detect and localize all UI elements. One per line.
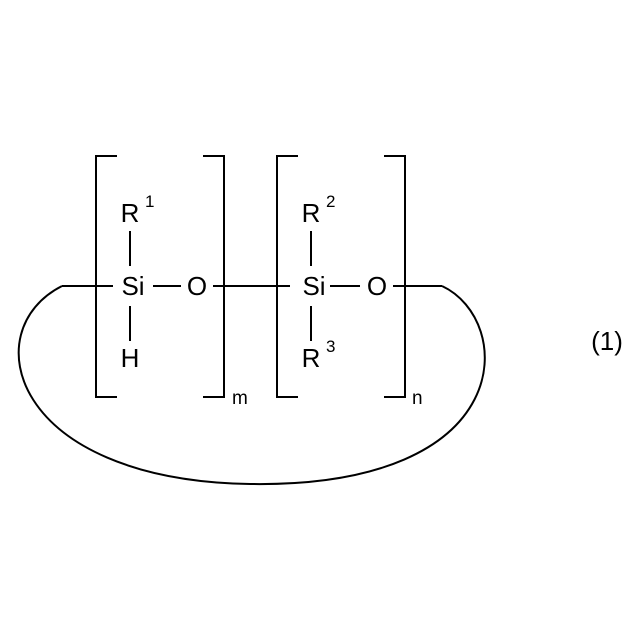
- bracket-left-m: [96, 156, 117, 397]
- o2-label: O: [367, 271, 387, 301]
- subscript-m: m: [232, 388, 248, 409]
- subscript-n: n: [412, 388, 423, 409]
- h-label: H: [121, 343, 140, 373]
- o1-label: O: [187, 271, 207, 301]
- r2-superscript: 2: [326, 192, 335, 211]
- bracket-left-n: [277, 156, 298, 397]
- r1-label: R: [121, 198, 140, 228]
- si1-label: Si: [121, 271, 144, 301]
- si2-label: Si: [302, 271, 325, 301]
- ring-closure-curve: [19, 286, 485, 484]
- bracket-right-n: [384, 156, 405, 397]
- r1-superscript: 1: [145, 192, 154, 211]
- r2-label: R: [302, 198, 321, 228]
- r3-superscript: 3: [326, 337, 335, 356]
- equation-number: (1): [591, 326, 623, 356]
- r3-label: R: [302, 343, 321, 373]
